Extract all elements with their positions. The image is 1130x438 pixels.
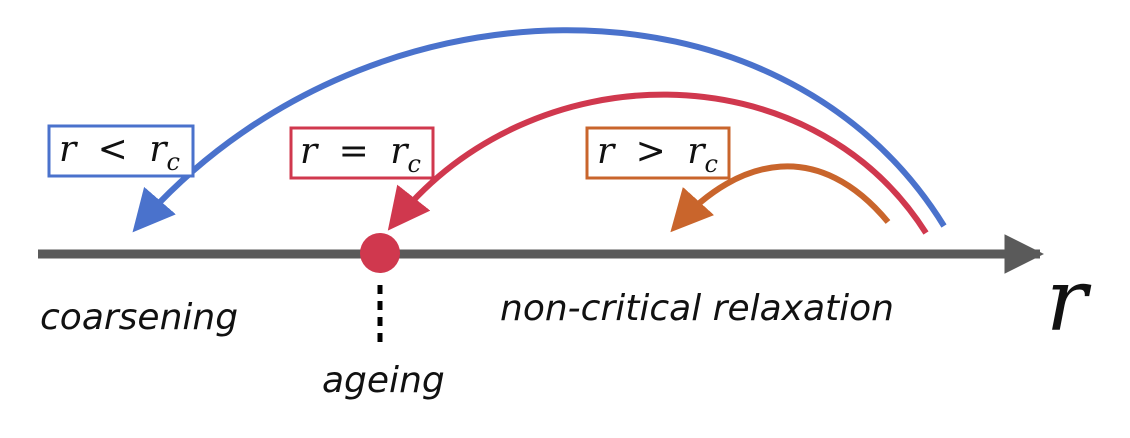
blue-arc-arrow bbox=[132, 27, 947, 233]
equal-operator: = bbox=[339, 131, 369, 172]
less-sub: c bbox=[167, 148, 180, 176]
axis-label-r: r bbox=[1046, 251, 1092, 351]
less-operator: < bbox=[98, 129, 128, 170]
equal-sub: c bbox=[408, 150, 421, 178]
red-arc-arrow bbox=[387, 91, 929, 235]
label-box-equal: r = rc bbox=[289, 126, 435, 180]
label-non-critical-relaxation: non-critical relaxation bbox=[500, 288, 894, 329]
greater-rc: r bbox=[687, 131, 706, 172]
label-box-greater: r > rc bbox=[585, 126, 731, 180]
svg-text:r > rc: r > rc bbox=[597, 131, 718, 178]
label-coarsening: coarsening bbox=[40, 297, 238, 338]
label-ageing: ageing bbox=[322, 360, 445, 401]
orange-arc-arrow bbox=[670, 163, 891, 233]
less-rc: r bbox=[149, 129, 168, 170]
svg-text:r < rc: r < rc bbox=[59, 129, 180, 176]
label-box-less: r < rc bbox=[47, 124, 195, 178]
less-r: r bbox=[59, 129, 78, 170]
greater-sub: c bbox=[705, 150, 718, 178]
equal-r: r bbox=[300, 131, 319, 172]
greater-r: r bbox=[597, 131, 616, 172]
equal-rc: r bbox=[390, 131, 409, 172]
greater-operator: > bbox=[636, 131, 666, 172]
critical-point bbox=[360, 233, 400, 273]
svg-text:r = rc: r = rc bbox=[300, 131, 421, 178]
